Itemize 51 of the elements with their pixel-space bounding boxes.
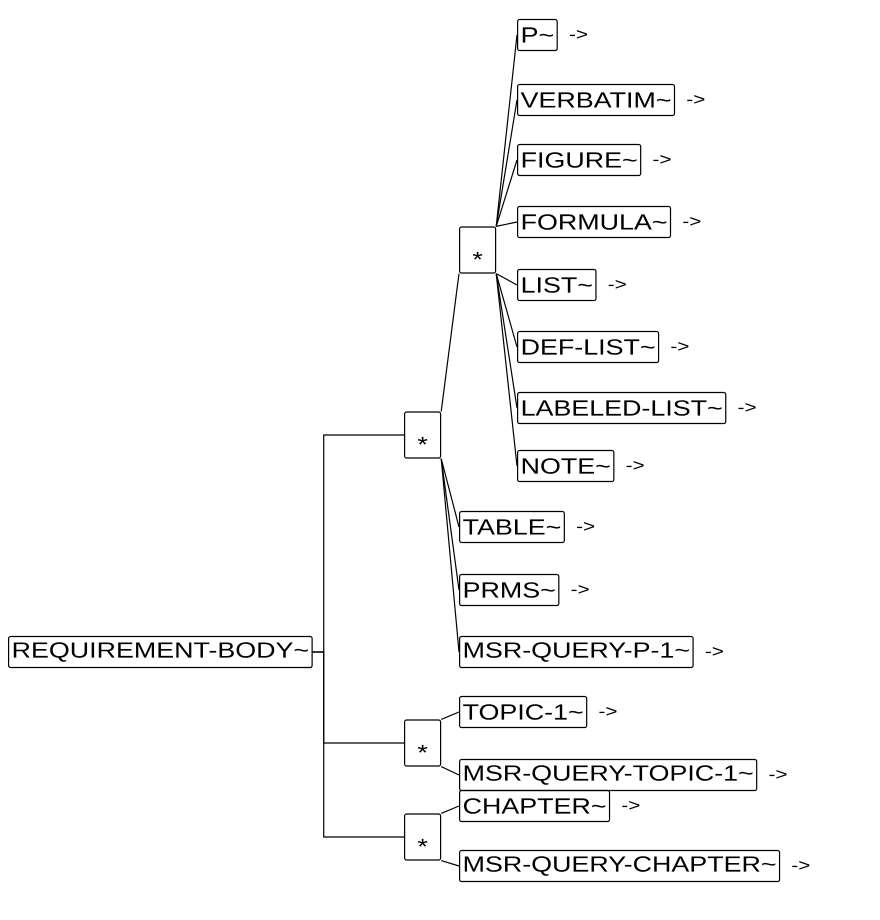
element-box: REQUIREMENT-BODY~ xyxy=(8,636,313,668)
connector-line xyxy=(440,805,460,814)
element-box: TOPIC-1~ xyxy=(459,696,588,728)
pointer-text: -> xyxy=(683,217,700,226)
pointer-text: -> xyxy=(792,861,810,870)
group-box: * xyxy=(404,411,442,459)
connector-line xyxy=(496,221,518,227)
element-box: VERBATIM~ xyxy=(517,84,676,116)
pointer-text: -> xyxy=(577,522,594,531)
element-box: DEF-LIST~ xyxy=(517,330,660,364)
connector-line xyxy=(496,160,518,227)
pointer-text: -> xyxy=(599,707,616,716)
element-box: FORMULA~ xyxy=(517,206,672,238)
element-box: MSR-QUERY-TOPIC-1~ xyxy=(459,758,758,792)
element-box: MSR-QUERY-P-1~ xyxy=(459,636,694,668)
pointer-text: -> xyxy=(706,647,723,656)
connector-line xyxy=(496,34,518,226)
element-box: P~ xyxy=(517,18,558,52)
connector-line xyxy=(312,651,404,838)
connector-line xyxy=(440,274,460,412)
connector-line xyxy=(440,458,460,652)
connector-line xyxy=(496,100,518,226)
pointer-text: -> xyxy=(671,342,688,351)
element-box: FIGURE~ xyxy=(517,144,642,176)
element-box: TABLE~ xyxy=(459,510,565,544)
group-box: * xyxy=(459,226,496,274)
element-box: NOTE~ xyxy=(517,450,614,482)
element-box: CHAPTER~ xyxy=(459,790,610,822)
connector-line xyxy=(440,458,460,528)
pointer-text: -> xyxy=(572,585,589,594)
pointer-text: -> xyxy=(626,461,644,470)
pointer-text: -> xyxy=(570,30,587,39)
connector-line xyxy=(496,274,518,466)
connector-line xyxy=(496,274,518,408)
pointer-text: -> xyxy=(769,770,786,779)
pointer-text: -> xyxy=(687,95,704,104)
element-box: LIST~ xyxy=(517,268,597,302)
element-box: PRMS~ xyxy=(459,574,560,606)
pointer-text: -> xyxy=(653,155,670,164)
pointer-text: -> xyxy=(608,280,626,289)
pointer-text: -> xyxy=(738,403,756,412)
connector-line xyxy=(440,711,460,720)
connector-line xyxy=(441,860,460,867)
group-box: * xyxy=(404,813,442,861)
group-box: * xyxy=(404,719,442,767)
connector-line xyxy=(440,766,460,776)
pointer-text: -> xyxy=(622,801,640,810)
element-box: LABELED-LIST~ xyxy=(517,392,726,424)
connector-line xyxy=(496,273,518,286)
connector-line xyxy=(496,273,518,348)
element-box: MSR-QUERY-CHAPTER~ xyxy=(459,850,780,882)
